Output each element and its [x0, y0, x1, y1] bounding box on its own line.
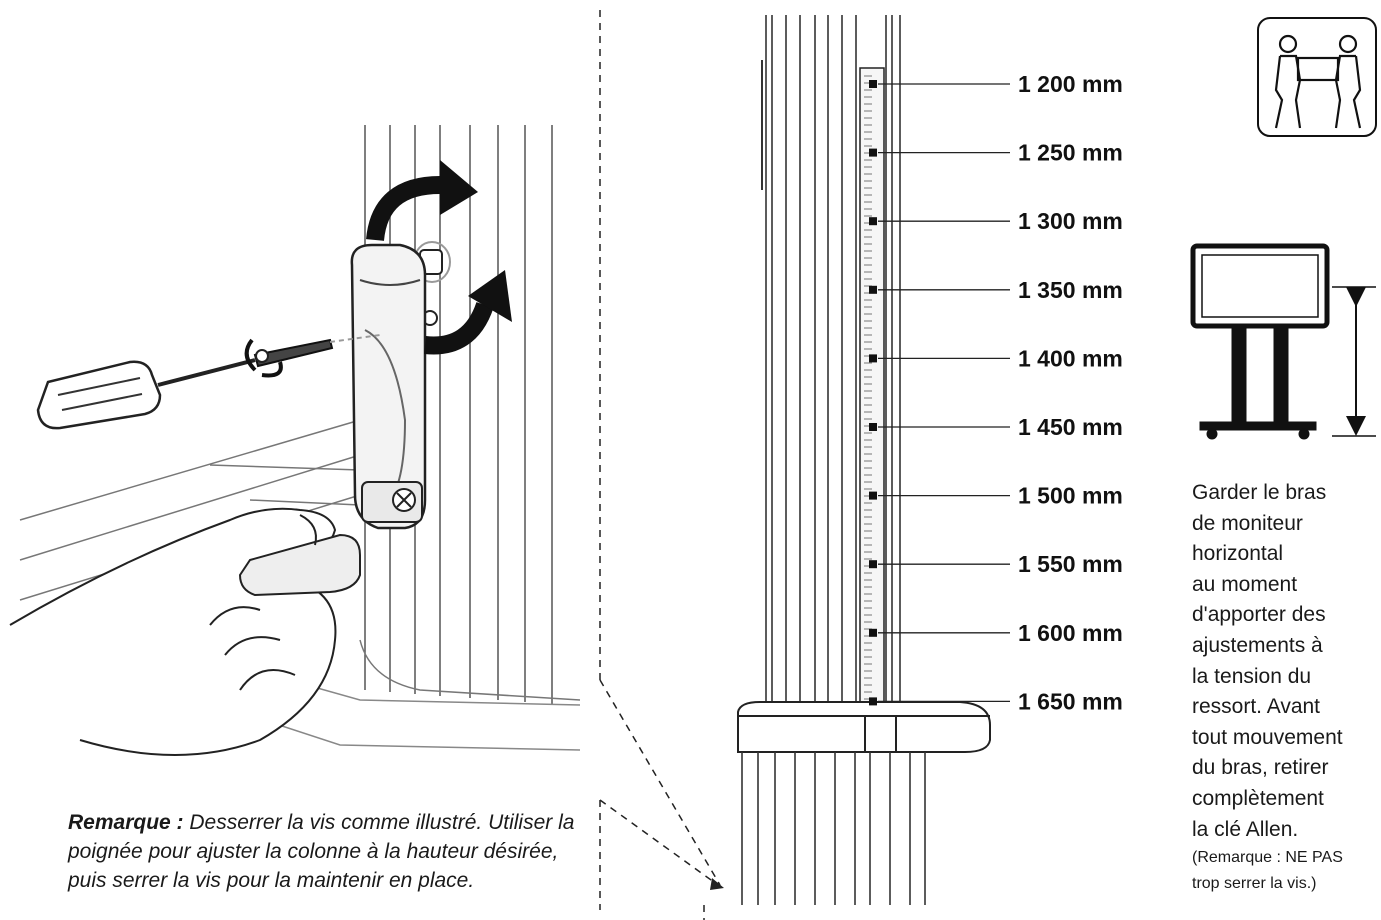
instruction-line: ajustements à — [1192, 633, 1323, 657]
overtighten-warning: trop serrer la vis.) — [1192, 875, 1317, 893]
height-label: 1 450 mm — [1018, 414, 1123, 440]
remark-note: Remarque : Desserrer la vis comme illust… — [68, 808, 588, 895]
scale-marker — [869, 697, 877, 706]
crank-handle — [350, 243, 427, 530]
scale-marker — [869, 285, 877, 294]
height-label: 1 200 mm — [1018, 71, 1123, 97]
scale-marker — [869, 354, 877, 363]
hand-illustration — [9, 507, 361, 756]
scale-marker — [869, 217, 877, 226]
scale-marker — [869, 628, 877, 637]
instruction-line: Garder le bras — [1192, 481, 1327, 504]
two-person-lift-icon — [1257, 17, 1377, 137]
height-label: 1 600 mm — [1018, 620, 1123, 646]
height-label: 1 650 mm — [1018, 688, 1123, 714]
scale-marker — [869, 423, 877, 431]
height-label: 1 400 mm — [1018, 345, 1123, 371]
screwdriver-icon — [36, 334, 381, 430]
height-scale: 1 200 mm 1 250 mm 1 300 mm 1 350 mm 1 400 mm… — [869, 71, 1123, 714]
instruction-line: ressort. Avant — [1192, 695, 1321, 719]
instruction-line: horizontal — [1192, 542, 1284, 566]
rotation-arrow-icon — [366, 160, 512, 355]
handle-detail-illustration — [9, 125, 581, 756]
instruction-line: la tension du — [1192, 664, 1312, 688]
remark-text: Desserrer la vis comme illustré. Utilise… — [68, 811, 575, 892]
height-adjust-icon — [1190, 243, 1376, 440]
scale-marker — [869, 491, 877, 500]
spring-tension-instructions: Garder le bras de moniteur horizontal au… — [1192, 478, 1380, 897]
callout-divider — [599, 10, 721, 920]
instruction-line: la clé Allen. — [1192, 817, 1299, 841]
instruction-line: tout mouvement — [1192, 725, 1343, 749]
instruction-line: du bras, retirer — [1192, 756, 1329, 780]
height-label: 1 250 mm — [1018, 140, 1123, 166]
height-label: 1 550 mm — [1018, 551, 1123, 577]
column-illustration — [737, 15, 991, 905]
callout-arrow — [710, 878, 724, 890]
scale-marker — [869, 560, 877, 569]
scale-marker — [869, 148, 877, 157]
instruction-line: au moment — [1192, 572, 1298, 596]
height-label: 1 350 mm — [1018, 277, 1123, 303]
instruction-line: de moniteur — [1192, 511, 1303, 535]
instruction-line: d'apporter des — [1192, 603, 1326, 627]
overtighten-warning: (Remarque : NE PAS — [1192, 849, 1343, 867]
height-label: 1 300 mm — [1018, 208, 1123, 234]
instruction-line: complètement — [1192, 786, 1324, 810]
scale-marker — [869, 80, 877, 88]
height-label: 1 500 mm — [1018, 483, 1123, 509]
remark-lead: Remarque : — [68, 811, 184, 834]
